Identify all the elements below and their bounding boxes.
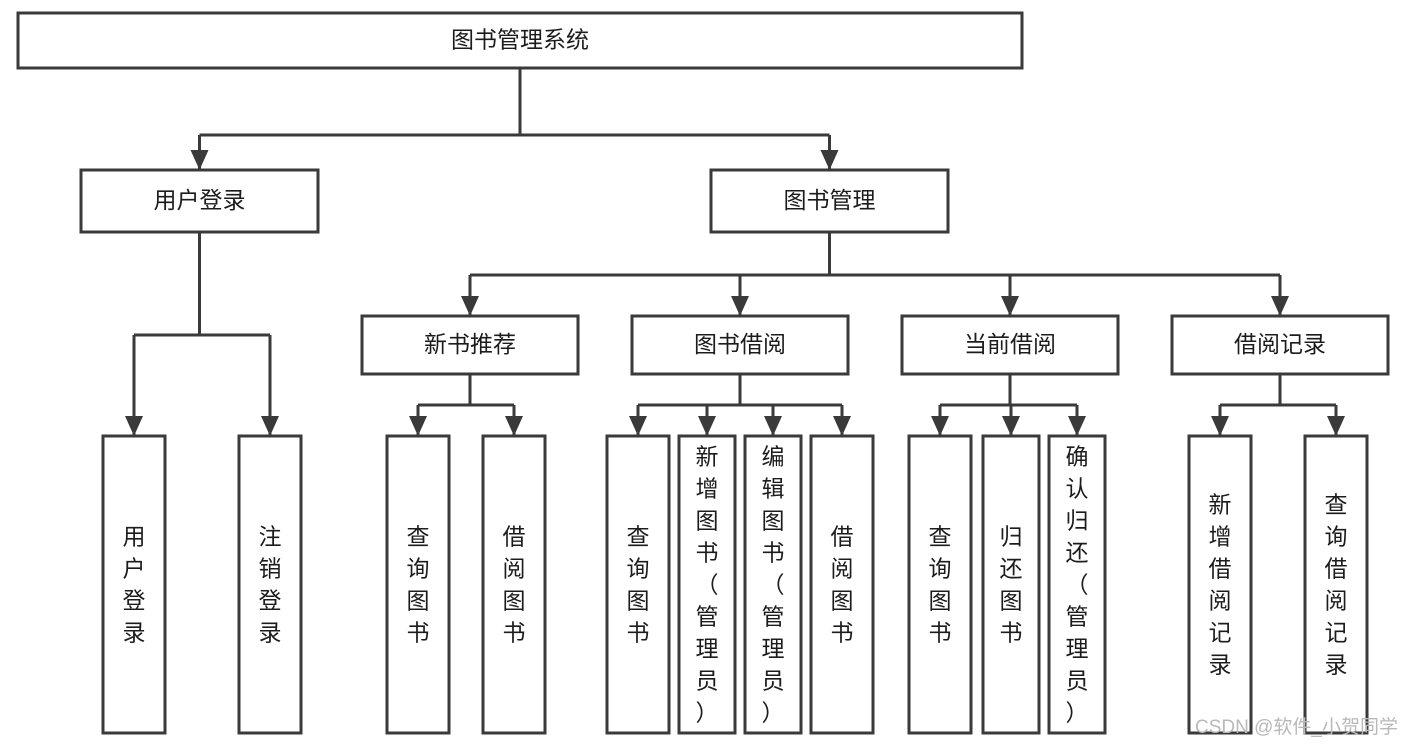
- node-label-book-manage: 图书管理: [784, 187, 876, 213]
- node-leaf-query-borrow-record[interactable]: 查询借阅记录: [1303, 434, 1369, 735]
- connector-arrow-icon: [461, 296, 479, 316]
- connector-arrow-icon: [931, 416, 949, 436]
- node-current-borrow[interactable]: 当前借阅: [900, 314, 1120, 376]
- node-box-book-manage[interactable]: [709, 168, 950, 234]
- node-box-leaf-query-book-borrow[interactable]: [605, 434, 671, 735]
- node-leaf-confirm-return-admin[interactable]: 确认归还（管理员）: [1047, 434, 1107, 735]
- node-leaf-add-book-admin[interactable]: 新增图书（管理员）: [677, 434, 737, 735]
- node-leaf-query-book-rec[interactable]: 查询图书: [385, 434, 451, 735]
- node-root[interactable]: 图书管理系统: [16, 11, 1024, 70]
- node-user-login[interactable]: 用户登录: [79, 168, 320, 234]
- node-box-new-book-recommend[interactable]: [360, 314, 580, 376]
- connector-arrow-icon: [731, 296, 749, 316]
- node-box-leaf-borrow-book-rec[interactable]: [481, 434, 547, 735]
- node-box-leaf-user-login[interactable]: [101, 434, 167, 735]
- node-label-root: 图书管理系统: [451, 27, 589, 53]
- connector-arrow-icon: [764, 416, 782, 436]
- connector-arrow-icon: [1327, 416, 1345, 436]
- node-box-leaf-query-book-current[interactable]: [907, 434, 973, 735]
- connector-arrow-icon: [1211, 416, 1229, 436]
- node-leaf-borrow-book[interactable]: 借阅图书: [809, 434, 875, 735]
- node-book-borrow[interactable]: 图书借阅: [630, 314, 850, 376]
- node-label-leaf-confirm-return-admin: 确认归还（管理员）: [1066, 444, 1089, 726]
- node-leaf-user-login[interactable]: 用户登录: [101, 434, 167, 735]
- connector-arrow-icon: [190, 150, 209, 170]
- node-label-leaf-add-book-admin: 新增图书（管理员）: [696, 444, 719, 726]
- node-box-leaf-return-book[interactable]: [981, 434, 1041, 735]
- connector-arrow-icon: [261, 416, 279, 436]
- node-leaf-query-book-borrow[interactable]: 查询图书: [605, 434, 671, 735]
- node-box-leaf-logout-login[interactable]: [237, 434, 303, 735]
- node-label-leaf-return-book: 归还图书: [1000, 524, 1023, 646]
- node-box-leaf-edit-book-admin[interactable]: [743, 434, 803, 735]
- connector-arrow-icon: [1271, 296, 1289, 316]
- connector-arrow-icon: [1002, 416, 1020, 436]
- connector-arrow-icon: [629, 416, 647, 436]
- node-leaf-query-book-current[interactable]: 查询图书: [907, 434, 973, 735]
- connector-arrow-icon: [833, 416, 851, 436]
- connector-arrow-icon: [505, 416, 523, 436]
- node-box-leaf-confirm-return-admin[interactable]: [1047, 434, 1107, 735]
- node-label-user-login: 用户登录: [154, 187, 246, 213]
- node-label-new-book-recommend: 新书推荐: [424, 331, 516, 357]
- connector-arrow-icon: [409, 416, 427, 436]
- nodes-layer: 图书管理系统用户登录图书管理新书推荐图书借阅当前借阅借阅记录用户登录注销登录查询…: [16, 11, 1390, 735]
- connector-arrow-icon: [1068, 416, 1086, 436]
- node-label-current-borrow: 当前借阅: [964, 331, 1056, 357]
- node-label-leaf-query-borrow-record: 查询借阅记录: [1325, 492, 1348, 678]
- node-label-leaf-borrow-book: 借阅图书: [831, 524, 854, 646]
- edges-layer: [125, 68, 1345, 436]
- node-box-user-login[interactable]: [79, 168, 320, 234]
- node-label-leaf-add-borrow-record: 新增借阅记录: [1209, 492, 1232, 678]
- node-box-leaf-query-book-rec[interactable]: [385, 434, 451, 735]
- node-label-leaf-user-login: 用户登录: [123, 524, 146, 646]
- node-box-leaf-query-borrow-record[interactable]: [1303, 434, 1369, 735]
- node-box-root[interactable]: [16, 11, 1024, 70]
- node-box-leaf-borrow-book[interactable]: [809, 434, 875, 735]
- node-box-leaf-add-borrow-record[interactable]: [1187, 434, 1253, 735]
- node-new-book-recommend[interactable]: 新书推荐: [360, 314, 580, 376]
- node-label-leaf-query-book-borrow: 查询图书: [627, 524, 650, 646]
- connector-arrow-icon: [1001, 296, 1019, 316]
- node-label-leaf-logout-login: 注销登录: [259, 524, 282, 646]
- node-box-book-borrow[interactable]: [630, 314, 850, 376]
- node-label-leaf-query-book-current: 查询图书: [929, 524, 952, 646]
- node-leaf-add-borrow-record[interactable]: 新增借阅记录: [1187, 434, 1253, 735]
- node-box-current-borrow[interactable]: [900, 314, 1120, 376]
- node-book-manage[interactable]: 图书管理: [709, 168, 950, 234]
- node-leaf-logout-login[interactable]: 注销登录: [237, 434, 303, 735]
- watermark-label: CSDN @软件_小贺同学: [1195, 716, 1398, 738]
- connector-arrow-icon: [820, 150, 839, 170]
- node-leaf-edit-book-admin[interactable]: 编辑图书（管理员）: [743, 434, 803, 735]
- node-borrow-record[interactable]: 借阅记录: [1170, 314, 1390, 376]
- node-label-book-borrow: 图书借阅: [694, 331, 786, 357]
- node-label-leaf-borrow-book-rec: 借阅图书: [503, 524, 526, 646]
- node-box-leaf-add-book-admin[interactable]: [677, 434, 737, 735]
- node-label-borrow-record: 借阅记录: [1234, 331, 1326, 357]
- node-label-leaf-edit-book-admin: 编辑图书（管理员）: [762, 444, 785, 726]
- connector-arrow-icon: [698, 416, 716, 436]
- node-label-leaf-query-book-rec: 查询图书: [407, 524, 430, 646]
- node-box-borrow-record[interactable]: [1170, 314, 1390, 376]
- node-leaf-borrow-book-rec[interactable]: 借阅图书: [481, 434, 547, 735]
- node-leaf-return-book[interactable]: 归还图书: [981, 434, 1041, 735]
- connector-arrow-icon: [125, 416, 143, 436]
